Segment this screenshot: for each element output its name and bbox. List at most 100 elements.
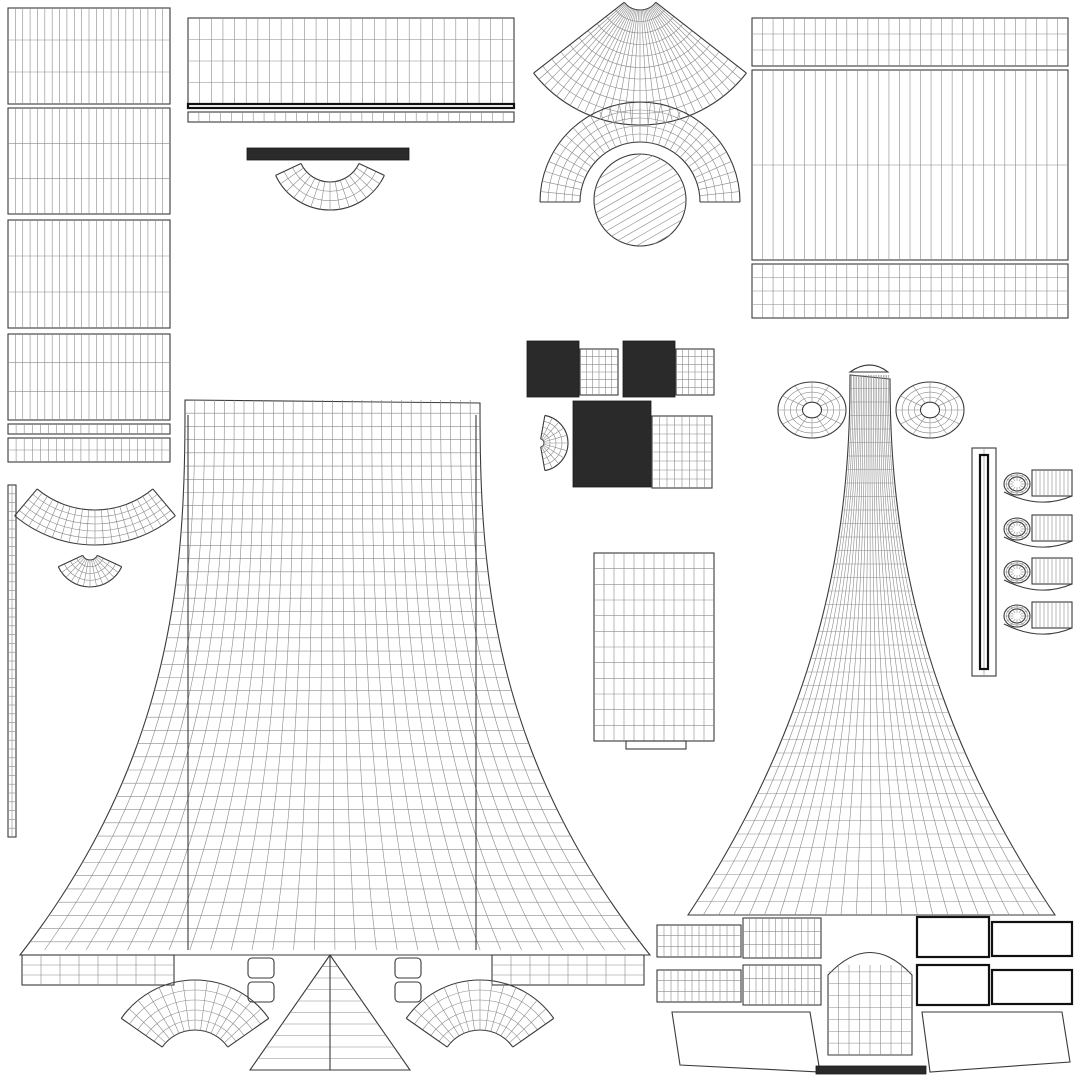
circle-hatch (611, 193, 686, 237)
arch-l-spoke (85, 509, 90, 545)
arch-m-spoke (688, 142, 722, 167)
bottom-fan-r-spoke (505, 1000, 538, 1040)
fan-small-l-spoke (92, 559, 104, 585)
fuselage-left-col (106, 399, 225, 951)
arch-l-spoke (125, 504, 139, 538)
fuselage-island-right (686, 364, 1057, 916)
ring-island-left (777, 381, 847, 439)
fuselage-left-col (371, 399, 419, 951)
fan-tm-spoke (652, 5, 724, 97)
ring-left-spoke (794, 385, 808, 403)
fan-tm-spoke (607, 9, 636, 122)
arch-l-spoke (113, 507, 122, 543)
fan-tm-spoke (645, 9, 681, 119)
connector-3-head-spoke (1018, 562, 1024, 570)
connector-3-head-spoke (1010, 562, 1016, 570)
connector-2-head-spoke (1010, 519, 1016, 527)
arch-m-spoke (699, 191, 740, 197)
fuselage-left-col (127, 399, 235, 951)
fuselage-right-col (869, 375, 872, 916)
connector-3-rim (1003, 579, 1073, 591)
circle-hatch (599, 153, 642, 179)
fan-island-top-middle (533, 1, 747, 126)
fuselage-right-col (779, 374, 861, 916)
fuselage-right-col (748, 374, 857, 916)
bottom-fan-r-spoke (422, 1000, 455, 1040)
arch-m-spoke (572, 127, 601, 158)
fuselage-left-col (469, 399, 626, 951)
small-arch-spoke (320, 181, 326, 210)
arch-m-spoke (558, 142, 592, 167)
dense-patch-group (526, 340, 715, 489)
fuselage-left-col (342, 399, 356, 951)
fuselage-right-tip (848, 364, 890, 373)
connector-2-head-spoke (1020, 523, 1029, 528)
dense-fan-spoke (543, 444, 564, 459)
fan-tm-spoke (631, 9, 640, 125)
wing-seg-5 (915, 915, 991, 959)
ring-left-spoke (816, 385, 830, 403)
bottom-fan-l-spoke (182, 980, 190, 1031)
fan-tm-spoke (550, 4, 627, 92)
bottom-left-blocks-island (120, 954, 555, 1071)
ring-left-spoke (794, 417, 808, 435)
dense-fan-spoke (543, 443, 567, 452)
circle-hatch (617, 200, 687, 241)
dense-fan-spoke (540, 446, 546, 471)
fuselage-left-col (85, 399, 215, 951)
fuselage-left-col (332, 400, 336, 951)
fuselage-left-col (272, 399, 304, 951)
fuselage-right-col (884, 374, 1010, 916)
circle-hatch (598, 173, 678, 220)
arch-l-spoke (119, 506, 130, 541)
bottom-fan-r-spoke (455, 983, 470, 1032)
bottom-fan-l-spoke (120, 1017, 163, 1048)
small-arch-spoke (358, 163, 385, 176)
fuselage-right-col (878, 374, 949, 916)
bottom-fan-l-spoke (128, 1008, 166, 1044)
fuselage-right-col (881, 374, 979, 916)
arch-m-spoke (608, 106, 622, 146)
connector-4-head-spoke (1005, 617, 1014, 622)
connector-1-head-spoke (1005, 478, 1014, 483)
arch-m-spoke (618, 104, 628, 144)
bottom-fan-l-spoke (147, 993, 175, 1037)
arch-l-spoke (100, 509, 105, 545)
arch-island-middle (539, 101, 741, 203)
fuselage-left-col (44, 399, 196, 951)
bottom-fan-r-spoke (490, 983, 505, 1032)
bottom-fan-r-spoke (413, 1008, 451, 1044)
left-thin-bar-island (7, 423, 171, 463)
circle-hatch (654, 233, 671, 245)
bottom-fan-r-spoke (495, 987, 517, 1034)
ring-right-spoke (938, 395, 960, 407)
fuselage-right-col (794, 374, 862, 916)
fan-tm-spoke (644, 9, 673, 122)
bottom-fan-r-spoke (485, 980, 493, 1031)
top-center-rail-island (187, 111, 515, 161)
connector-4-head-spoke (1020, 610, 1029, 615)
ring-right-spoke (938, 413, 960, 425)
connector-2-head-spoke (1018, 531, 1024, 539)
left-strip-island-4 (7, 333, 171, 421)
arch-l-spoke (152, 488, 176, 517)
fuselage-right-col (871, 374, 888, 916)
arch-l-spoke (77, 509, 83, 544)
fuselage-left-col (351, 400, 377, 951)
connector-3-head-spoke (1005, 573, 1014, 578)
dense-fan-spoke (543, 427, 564, 442)
small-arch-spoke (344, 178, 359, 204)
arch-m-spoke (691, 151, 727, 173)
arch-l-spoke (60, 506, 71, 541)
fan-tm-spoke (654, 3, 742, 80)
left-strip-island-1 (7, 7, 171, 105)
connector-1-head-spoke (1020, 485, 1029, 490)
fan-tm-spoke (650, 6, 711, 106)
connector-2-head-spoke (1018, 519, 1024, 527)
ring-right-spoke (900, 413, 922, 425)
fuselage-right-col (810, 374, 864, 916)
arch-m-spoke (548, 161, 586, 178)
arch-l-spoke (36, 499, 54, 531)
fan-tm-spoke (591, 8, 634, 117)
dense-fan-spoke (541, 417, 553, 440)
